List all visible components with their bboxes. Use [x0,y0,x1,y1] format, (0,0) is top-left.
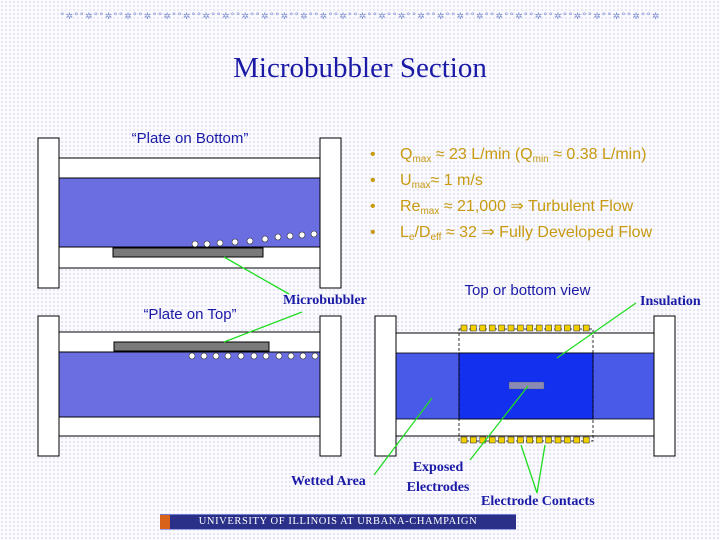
bubble [224,352,232,360]
label-insulation: Insulation [640,294,701,309]
contact-pad [545,436,552,444]
bubble [250,352,258,360]
contact-pad [526,436,534,444]
spec-qmax: •Qmax ≈ 23 L/min (Qmin ≈ 0.38 L/min) [370,142,652,168]
bubble [261,235,269,243]
bubble [246,237,254,245]
bubble [262,352,270,360]
flange-left [374,315,397,457]
diagram-top-view [374,315,676,457]
bullet-dot: • [370,146,376,163]
bubbles-bottom [191,230,318,248]
bullet-dot: • [370,198,376,215]
footer-accent [160,515,170,529]
contact-pad [526,324,534,332]
contact-pad [535,324,543,332]
diagram-plate-on-bottom [37,137,342,289]
contact-pad [517,436,524,444]
bullet-dot: • [370,172,376,189]
bubble [188,352,196,360]
flange-right [653,315,676,457]
contact-pad [507,324,515,332]
leader-contact-right [536,444,546,494]
contact-pad [488,436,496,444]
slide-title: Microbubbler Section [233,52,487,84]
spec-umax: •Umax≈ 1 m/s [370,168,652,194]
diagram-plate-on-top [37,315,342,457]
flange-right [319,137,342,289]
caption-plate-on-bottom: “Plate on Bottom” [131,130,249,147]
bubble [237,352,245,360]
contact-pad [564,324,571,332]
specs-list: •Qmax ≈ 23 L/min (Qmin ≈ 0.38 L/min) •Um… [370,142,652,246]
caption-top-bottom-view: Top or bottom view [464,282,591,299]
contact-pad [564,436,571,444]
bubble [311,352,319,360]
flange-left [37,315,60,457]
bubble [287,352,295,360]
footer-banner: UNIVERSITY OF ILLINOIS AT URBANA-CHAMPAI… [160,514,516,530]
contact-pad [507,436,515,444]
label-wetted-area: Wetted Area [291,474,366,489]
contact-pad [460,436,468,444]
bubble [299,352,307,360]
contact-pad [517,324,524,332]
water-region [58,351,323,418]
bubble [212,352,220,360]
contact-pad [554,436,562,444]
bubble [286,232,294,240]
contact-pad [470,436,477,444]
contact-pad [582,436,590,444]
label-electrode-contacts: Electrode Contacts [481,494,595,509]
leader-contact-left [520,444,538,494]
water-region [58,177,323,248]
contact-pad [488,324,496,332]
bullet-dot: • [370,224,376,241]
contact-pad [573,436,581,444]
contact-pad [470,324,477,332]
leader-wetted-area [373,397,433,476]
decorative-border: °✲°°✲°°✲°°✲°°✲°°✲°°✲°°✲°°✲°°✲°°✲°°✲°°✲°°… [60,12,660,22]
electrode-contacts-bottom [460,436,590,444]
caption-plate-on-top: “Plate on Top” [143,306,237,323]
contact-pad [545,324,552,332]
spec-remax: •Remax ≈ 21,000 ⇒ Turbulent Flow [370,194,652,220]
flange-right [319,315,342,457]
leader-lines [223,256,637,494]
bubble [200,352,208,360]
flange-left [37,137,60,289]
bubble [191,240,199,248]
bubble [310,230,318,238]
contact-pad [479,324,487,332]
contact-pad [554,324,562,332]
leader-microbubbler-top [223,311,303,343]
bubbles-top [188,352,319,360]
contact-pad [498,324,505,332]
label-electrodes: Electrodes [406,480,470,495]
label-microbubbler: Microbubbler [283,293,367,308]
bubble [231,238,239,246]
bubble [274,233,282,241]
leader-microbubbler-bottom [223,256,290,295]
bubble [216,239,224,247]
plate [113,341,270,352]
bubble [275,352,283,360]
contact-pad [573,324,581,332]
leader-insulation [556,302,637,359]
exposed-electrode-patch [508,381,545,390]
electrode-contacts-top [460,324,590,332]
contact-pad [498,436,505,444]
contact-pad [460,324,468,332]
bubble [203,240,211,248]
contact-pad [582,324,590,332]
insulation-outline [458,328,594,442]
footer-text: UNIVERSITY OF ILLINOIS AT URBANA-CHAMPAI… [198,516,478,527]
plate [112,247,264,258]
spec-ledeff: •Le/Deff ≈ 32 ⇒ Fully Developed Flow [370,220,652,246]
bubble [298,231,306,239]
contact-pad [535,436,543,444]
leader-exposed-electrodes [469,385,529,461]
label-exposed: Exposed [412,460,464,475]
